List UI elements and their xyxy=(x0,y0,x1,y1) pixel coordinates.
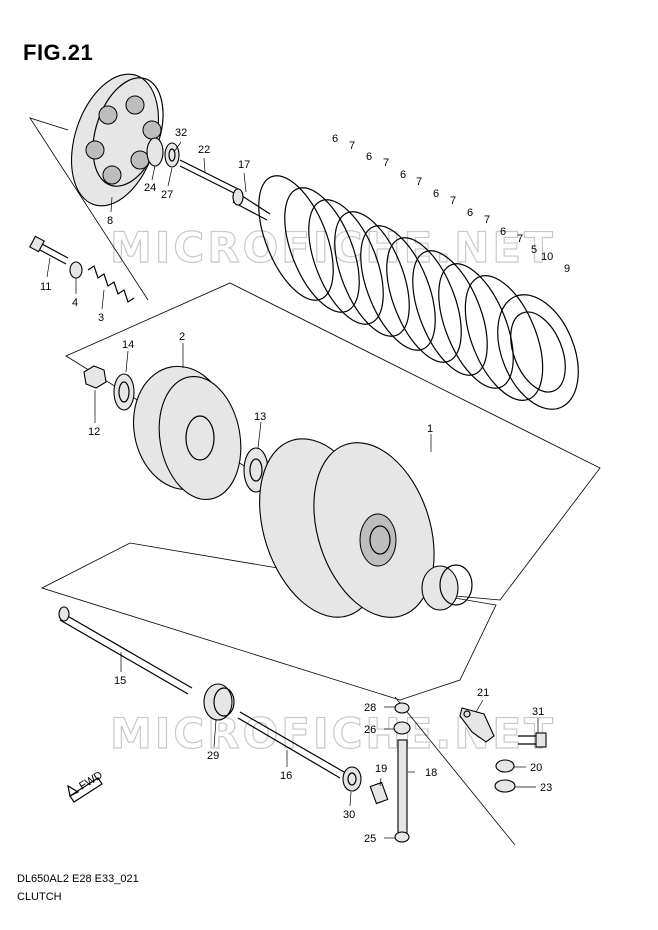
forward-direction-arrow: FWD xyxy=(67,769,105,803)
callout-7a: 7 xyxy=(349,140,355,152)
pushrod-16 xyxy=(237,711,345,779)
callout-16: 16 xyxy=(280,770,292,782)
spring-20 xyxy=(495,759,515,773)
pressure-plate xyxy=(70,73,164,207)
callout-4: 4 xyxy=(72,297,78,309)
callout-32: 32 xyxy=(175,127,187,139)
callout-9: 9 xyxy=(564,263,570,275)
release-lever-21 xyxy=(459,707,495,743)
callout-5: 5 xyxy=(531,244,537,256)
callout-2: 2 xyxy=(179,331,185,343)
washer-4 xyxy=(69,261,83,279)
callout-31: 31 xyxy=(532,706,544,718)
release-bearing xyxy=(146,137,180,168)
clutch-plate-stack xyxy=(258,175,579,410)
primary-driven-gear-assembly-1 xyxy=(259,438,435,618)
callout-14: 14 xyxy=(122,339,134,351)
nut-12 xyxy=(83,365,107,389)
callout-labels: 32 22 17 24 27 8 11 4 3 6 7 6 7 6 7 6 7 … xyxy=(40,127,570,845)
figure-title: FIG.21 xyxy=(23,40,94,65)
callout-6c: 6 xyxy=(400,169,406,181)
spring-3 xyxy=(87,265,135,303)
clutch-sleeve-hub-2 xyxy=(132,365,242,501)
callout-8: 8 xyxy=(107,215,113,227)
release-camshaft-18 xyxy=(393,702,411,843)
callout-10: 10 xyxy=(541,251,553,263)
callout-6a: 6 xyxy=(332,133,338,145)
group-frame-pressure-plate xyxy=(29,117,149,301)
bolt-31 xyxy=(518,732,547,748)
callout-18: 18 xyxy=(425,767,437,779)
bolt-11 xyxy=(29,235,69,265)
callout-24: 24 xyxy=(144,182,156,194)
washer-14 xyxy=(113,373,135,411)
callout-7e: 7 xyxy=(484,214,490,226)
callout-13: 13 xyxy=(254,411,266,423)
watermark-top: MICROFICHE.NET xyxy=(110,223,556,272)
callout-15: 15 xyxy=(114,675,126,687)
callout-21: 21 xyxy=(477,687,489,699)
callout-7b: 7 xyxy=(383,157,389,169)
leader-lines xyxy=(46,141,539,839)
spacer-sleeve xyxy=(421,564,473,611)
group-frame-shaft xyxy=(40,542,497,701)
callout-1: 1 xyxy=(427,423,433,435)
callout-7f: 7 xyxy=(517,233,523,245)
callout-17: 17 xyxy=(238,159,250,171)
callout-6b: 6 xyxy=(366,151,372,163)
callout-11: 11 xyxy=(40,281,51,293)
callout-3: 3 xyxy=(98,312,104,324)
washer-23 xyxy=(494,779,516,793)
figure-name: CLUTCH xyxy=(17,891,62,903)
pushrod-22 xyxy=(179,159,241,197)
callout-22: 22 xyxy=(198,144,210,156)
callout-6f: 6 xyxy=(500,226,506,238)
callout-23: 23 xyxy=(540,782,552,794)
pushrod-15 xyxy=(58,606,193,695)
callout-29: 29 xyxy=(207,750,219,762)
callout-30: 30 xyxy=(343,809,355,821)
oil-seal-29 xyxy=(203,683,235,721)
fwd-label: FWD xyxy=(77,769,105,792)
callout-19: 19 xyxy=(375,763,387,775)
callout-7d: 7 xyxy=(450,195,456,207)
bearing-30 xyxy=(342,766,362,792)
group-frame-release xyxy=(394,696,516,846)
callout-25: 25 xyxy=(364,833,376,845)
callout-20: 20 xyxy=(530,762,542,774)
figure-code: DL650AL2 E28 E33_021 xyxy=(17,873,139,885)
callout-26: 26 xyxy=(364,724,376,736)
callout-7c: 7 xyxy=(416,176,422,188)
pin-19 xyxy=(369,781,389,805)
callout-6d: 6 xyxy=(433,188,439,200)
callout-28: 28 xyxy=(364,702,376,714)
rod-17 xyxy=(232,188,271,221)
callout-6e: 6 xyxy=(467,207,473,219)
callout-12: 12 xyxy=(88,426,100,438)
callout-27: 27 xyxy=(161,189,173,201)
